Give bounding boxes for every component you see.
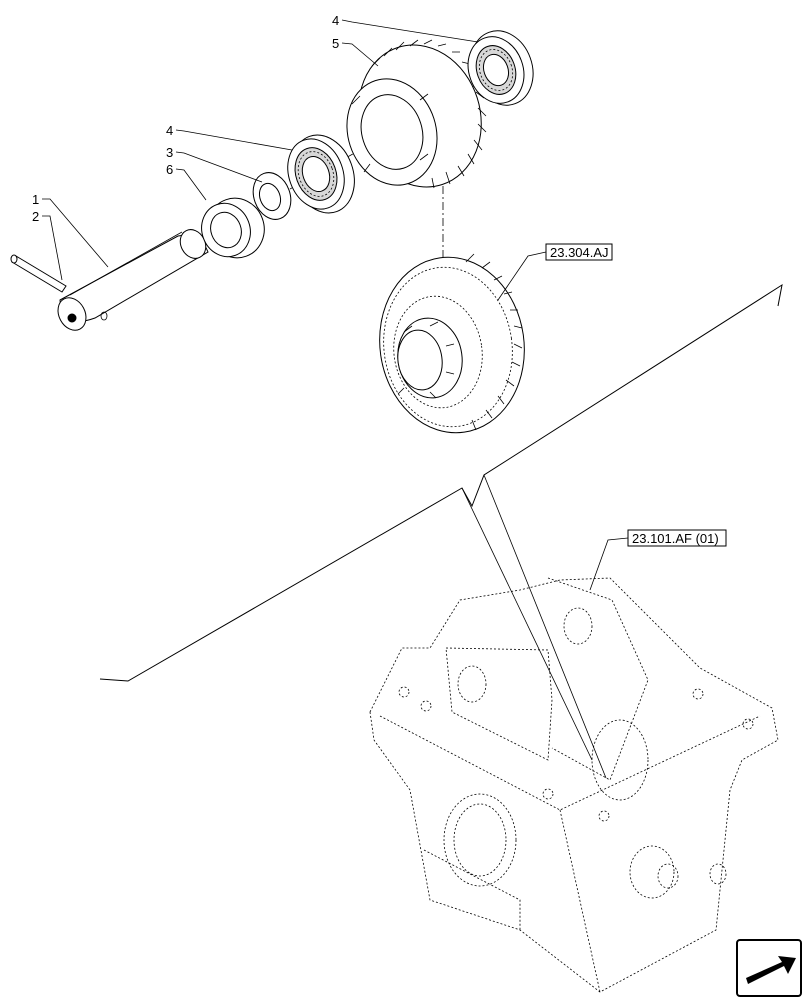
callout-washer: 3 (166, 145, 173, 160)
reference-label-gear[interactable]: 23.304.AJ (550, 245, 609, 260)
bushing-part (201, 197, 265, 259)
callout-bearing-upper: 4 (332, 13, 339, 28)
shaft-part (57, 229, 209, 331)
reference-box-housing[interactable]: 23.101.AF (01) (627, 529, 727, 547)
callout-labels: 4 5 4 3 6 1 2 (32, 13, 339, 224)
helical-gear-part (346, 39, 487, 189)
callout-pin: 2 (32, 209, 39, 224)
callout-shaft: 1 (32, 192, 39, 207)
thrust-washer-part (252, 172, 292, 220)
leader-lines (42, 19, 629, 779)
callout-gear: 5 (332, 36, 339, 51)
transmission-housing (369, 577, 779, 993)
callout-bearing-lower: 4 (166, 123, 173, 138)
reference-gear-assembly (379, 253, 525, 434)
callout-bushing: 6 (166, 162, 173, 177)
reference-box-gear[interactable]: 23.304.AJ (545, 243, 613, 261)
bearing-upper-part (467, 30, 534, 106)
section-cut-line (99, 283, 783, 682)
reference-label-housing[interactable]: 23.101.AF (01) (632, 531, 719, 546)
bearing-lower-part (287, 134, 355, 214)
next-page-arrow-icon[interactable] (736, 939, 802, 997)
roll-pin-part (10, 254, 67, 293)
